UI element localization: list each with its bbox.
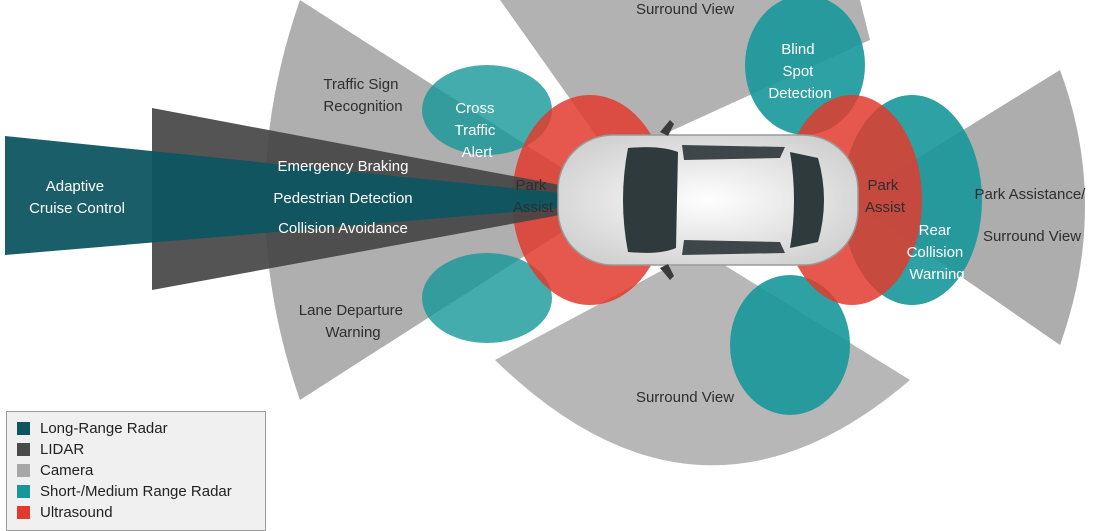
radar-cross-traffic-top: [422, 65, 552, 155]
label-pedestrian-detection: Pedestrian Detection: [273, 190, 412, 207]
label-cross-traffic: Cross Traffic Alert: [454, 100, 499, 161]
legend-swatch: [17, 422, 30, 435]
legend-item-short-medium-radar: Short-/Medium Range Radar: [17, 481, 265, 502]
radar-cross-traffic-bottom: [422, 253, 552, 343]
legend-label: LIDAR: [40, 441, 85, 458]
legend-swatch: [17, 485, 30, 498]
label-park-assist-rear: Park Assist: [865, 177, 906, 216]
label-park-assist-front: Park Assist: [513, 177, 554, 216]
legend-item-lidar: LIDAR: [17, 439, 265, 460]
legend-label: Ultrasound: [40, 504, 113, 521]
car: [557, 120, 859, 280]
legend-label: Long-Range Radar: [40, 420, 168, 437]
label-blind-spot: Blind Spot Detection: [768, 41, 831, 102]
legend-swatch: [17, 443, 30, 456]
long-range-radar-beam: [5, 136, 560, 255]
label-lane-departure: Lane Departure Warning: [299, 302, 407, 341]
label-collision-avoidance: Collision Avoidance: [278, 220, 408, 237]
legend-label: Camera: [40, 462, 94, 479]
label-surround-view-bottom: Surround View: [636, 389, 734, 406]
label-traffic-sign: Traffic Sign Recognition: [323, 76, 402, 115]
label-surround-view-top: Surround View: [636, 1, 734, 18]
legend-item-camera: Camera: [17, 460, 265, 481]
label-park-assistance-surround: Park Assistance/ Surround View: [974, 186, 1089, 245]
adas-sensor-diagram: Surround View Blind Spot Detection Traff…: [5, 0, 1089, 466]
label-rear-collision: Rear Collision Warning: [907, 222, 968, 283]
car-windshield: [623, 147, 678, 253]
legend-swatch: [17, 506, 30, 519]
legend-item-long-range-radar: Long-Range Radar: [17, 418, 265, 439]
car-rear-window: [790, 152, 824, 248]
label-emergency-braking: Emergency Braking: [278, 158, 409, 175]
label-adaptive-cruise: Adaptive Cruise Control: [29, 178, 125, 217]
legend-label: Short-/Medium Range Radar: [40, 483, 232, 500]
car-mirror-bottom: [660, 264, 674, 280]
legend-swatch: [17, 464, 30, 477]
car-mirror-top: [660, 120, 674, 136]
legend-item-ultrasound: Ultrasound: [17, 502, 265, 523]
radar-rear-lower: [730, 275, 850, 415]
car-side-window-top: [682, 145, 785, 160]
car-side-window-bottom: [682, 240, 785, 255]
legend: Long-Range Radar LIDAR Camera Short-/Med…: [6, 411, 266, 531]
